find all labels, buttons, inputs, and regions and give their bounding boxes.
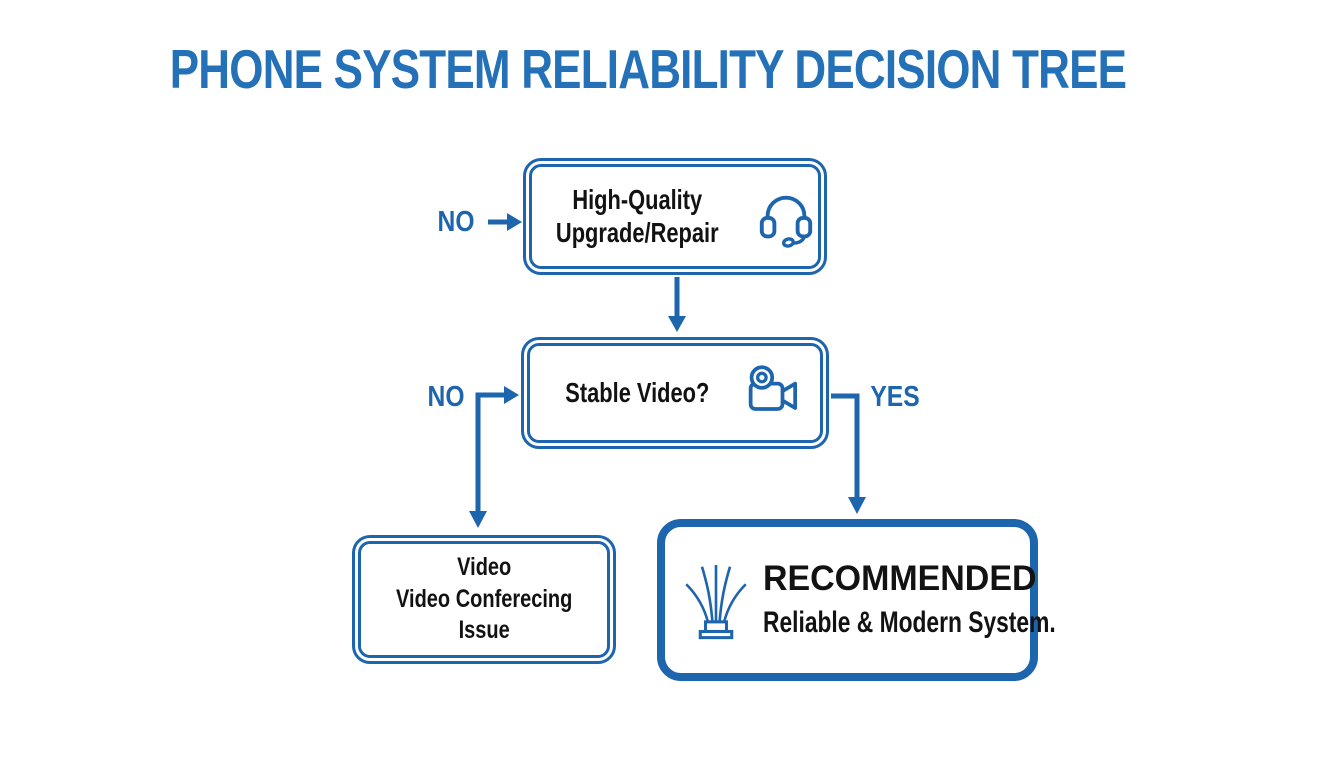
node-video-issue-label: Video Video Conferecing Issue (395, 552, 573, 645)
node-upgrade-repair-label: High-Quality Upgrade/Repair (555, 183, 719, 248)
edge-stable-no (469, 386, 519, 528)
edge-no-top-arrow (488, 213, 522, 231)
edge-label-no-left: NO (427, 381, 465, 413)
node-recommended: RECOMMENDED Reliable & Modern System. (657, 519, 1056, 681)
fiber-optic-icon (685, 565, 747, 640)
video-camera-icon (749, 365, 798, 411)
node-stable-video-label: Stable Video? (564, 376, 710, 408)
node-upgrade-repair: High-Quality Upgrade/Repair (523, 158, 827, 275)
node-stable-video: Stable Video? (521, 337, 829, 449)
node-recommended-text: RECOMMENDED Reliable & Modern System. (763, 559, 1148, 640)
recommended-subheading: Reliable & Modern System. (763, 606, 1056, 640)
page-title: PHONE SYSTEM RELIABILITY DECISION TREE (169, 38, 1127, 100)
headset-icon (760, 195, 813, 248)
node-video-issue: Video Video Conferecing Issue (352, 535, 616, 664)
edge-stable-yes (831, 393, 866, 514)
edge-upgrade-to-stable (668, 277, 686, 332)
recommended-heading: RECOMMENDED (763, 559, 1037, 599)
edge-label-yes: YES (870, 381, 920, 413)
edge-label-no-top: NO (437, 206, 475, 238)
